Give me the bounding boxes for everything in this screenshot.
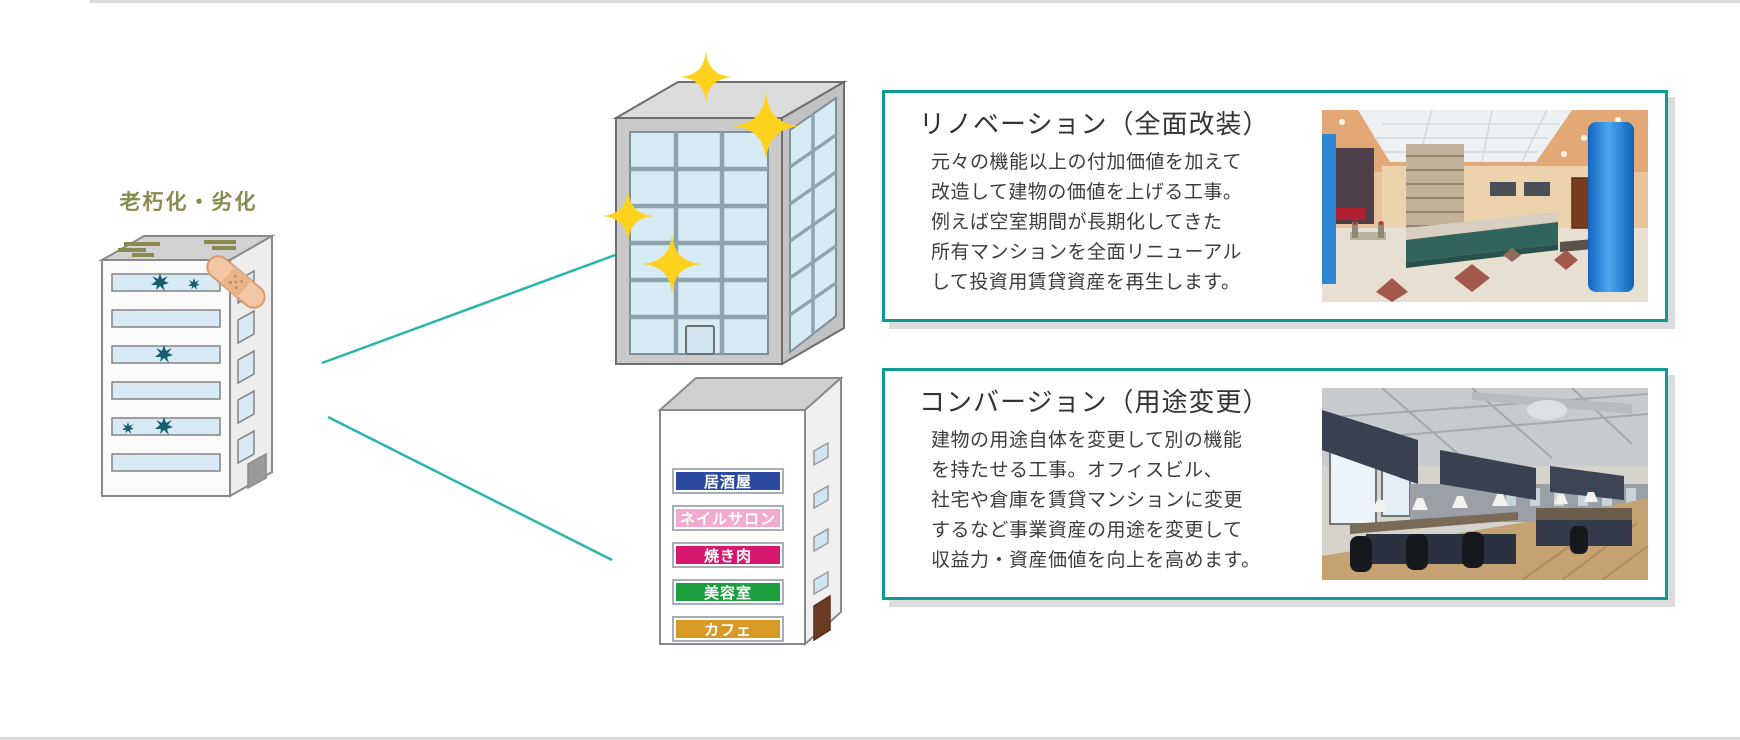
lobby-photo-illustration [1322, 110, 1648, 302]
renovation-box: リノベーション（全面改装） 元々の機能以上の付加価値を加えて 改造して建物の価値… [882, 90, 1668, 322]
body-line: 元々の機能以上の付加価値を加えて [931, 152, 1243, 173]
shops-building-side-windows [813, 441, 829, 596]
body-line: して投資用賃貸資産を再生します。 [931, 272, 1241, 293]
side-glass-grid [789, 114, 837, 334]
body-line: を持たせる工事。オフィスビル、 [931, 460, 1224, 481]
shop-sign-beauty-salon: 美容室 [672, 579, 784, 605]
renovation-title: リノベーション（全面改装） [919, 109, 1270, 139]
conversion-box: コンバージョン（用途変更） 建物の用途自体を変更して別の機能 を持たせる工事。オ… [882, 368, 1668, 600]
shop-sign-izakaya: 居酒屋 [672, 468, 784, 494]
shop-sign-stack: 居酒屋 ネイルサロン 焼き肉 美容室 カフェ [672, 468, 784, 653]
renovation-body: 元々の機能以上の付加価値を加えて 改造して建物の価値を上げる工事。 例えば空室期… [919, 148, 1321, 298]
connector-line-top [321, 252, 619, 365]
front-glass-grid [630, 132, 768, 354]
body-line: 例えば空室期間が長期化してきた [931, 212, 1223, 233]
shop-sign-cafe: カフェ [672, 616, 784, 642]
renovated-building-illustration [602, 51, 848, 366]
roof-cracks [118, 240, 236, 257]
sparkle-icon [680, 51, 732, 103]
lobby-photo [1321, 110, 1649, 302]
connector-line-bottom [327, 415, 613, 562]
new-building-door [685, 325, 715, 355]
shops-building-door [813, 594, 831, 642]
office-photo [1321, 388, 1649, 580]
shop-sign-yakiniku: 焼き肉 [672, 542, 784, 568]
body-line: 所有マンションを全面リニューアル [931, 242, 1243, 263]
body-line: 改造して建物の価値を上げる工事。 [931, 182, 1243, 203]
conversion-body: 建物の用途自体を変更して別の機能 を持たせる工事。オフィスビル、 社宅や倉庫を賃… [919, 426, 1321, 576]
sparkle-icon [642, 234, 702, 294]
sparkles [602, 51, 800, 294]
body-line: 社宅や倉庫を賃貸マンションに変更 [931, 490, 1244, 511]
crack-splats [122, 273, 200, 435]
bandage-icon [206, 255, 266, 309]
body-line: 建物の用途自体を変更して別の機能 [931, 430, 1243, 451]
conversion-title: コンバージョン（用途変更） [919, 387, 1270, 417]
sparkle-icon [602, 190, 654, 242]
sparkle-icon [732, 92, 800, 160]
top-divider [90, 0, 1740, 3]
body-line: 収益力・資産価値を向上を高めます。 [931, 550, 1261, 571]
office-photo-illustration [1321, 388, 1649, 580]
old-building-windows [111, 273, 221, 472]
conversion-text: コンバージョン（用途変更） 建物の用途自体を変更して別の機能 を持たせる工事。オ… [919, 385, 1321, 576]
old-building-illustration [98, 234, 276, 498]
shops-building-illustration: 居酒屋 ネイルサロン 焼き肉 美容室 カフェ [648, 366, 848, 651]
bottom-divider [0, 737, 1740, 740]
shop-sign-nail-salon: ネイルサロン [672, 505, 784, 531]
body-line: するなど事業資産の用途を変更して [931, 520, 1243, 541]
old-building-label: 老朽化・劣化 [119, 191, 258, 214]
renovation-text: リノベーション（全面改装） 元々の機能以上の付加価値を加えて 改造して建物の価値… [919, 107, 1321, 298]
old-building-door [247, 452, 267, 490]
